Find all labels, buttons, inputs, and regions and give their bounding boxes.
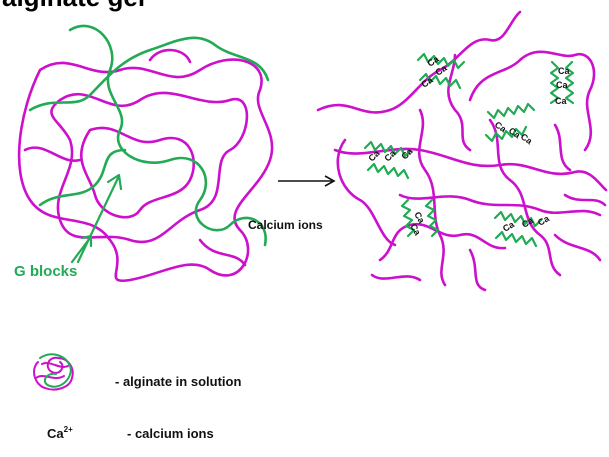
- polymer-chain: [488, 118, 562, 277]
- polymer-chain: [398, 193, 602, 217]
- g-block-junction: [363, 140, 413, 180]
- ca-ion-label: Ca: [366, 148, 382, 164]
- right-arrow-icon: [278, 175, 336, 187]
- legend-calcium-text: - calcium ions: [127, 426, 214, 441]
- gel-network: [316, 10, 608, 292]
- g-block-junction: [484, 102, 536, 143]
- legend-alginate-text: - alginate in solution: [115, 374, 241, 389]
- polymer-chain: [17, 58, 274, 283]
- ca-ion-label: Ca: [555, 96, 567, 106]
- ca-ion-label: Ca: [536, 213, 552, 228]
- polymer-chain: [336, 138, 397, 247]
- polymer-chain: [468, 50, 596, 152]
- polymer-chain: [316, 10, 522, 114]
- polymer-chain: [370, 273, 422, 282]
- polymer-chain: [468, 193, 607, 292]
- polymer-chain: [447, 53, 472, 152]
- g-block-segment: [38, 148, 127, 207]
- g-blocks-label: G blocks: [14, 263, 77, 280]
- polymer-chain: [80, 126, 195, 219]
- polymer-chain: [23, 48, 247, 267]
- legend-ca-symbol: Ca2+: [47, 425, 73, 441]
- alginate-coil: [17, 24, 274, 283]
- g-block-junction: [416, 52, 466, 90]
- g-block-segment: [28, 36, 270, 112]
- legend: - alginate in solution Ca2+ - calcium io…: [33, 353, 241, 441]
- g-block-junction: [493, 210, 543, 248]
- g-block-junction: [549, 60, 575, 105]
- ca-ion-label: Ca: [558, 66, 570, 76]
- alginate-legend-icon: [33, 353, 74, 391]
- g-block-junction: [400, 198, 440, 238]
- polymer-chain: [553, 123, 572, 172]
- polymer-chain: [50, 91, 249, 244]
- polymer-chain: [417, 108, 447, 287]
- g-block-segment: [68, 24, 267, 247]
- pointer-arrow: [76, 173, 123, 264]
- polymer-chain: [378, 222, 507, 262]
- ca-ion-label: Ca: [556, 80, 568, 90]
- ca-ion-label: Ca: [419, 74, 435, 89]
- diagram-title: alginate gel: [2, 0, 145, 12]
- pointer-arrow: [70, 234, 93, 264]
- calcium-ions-label: Calcium ions: [248, 218, 323, 232]
- g-blocks-pointer: [70, 173, 123, 264]
